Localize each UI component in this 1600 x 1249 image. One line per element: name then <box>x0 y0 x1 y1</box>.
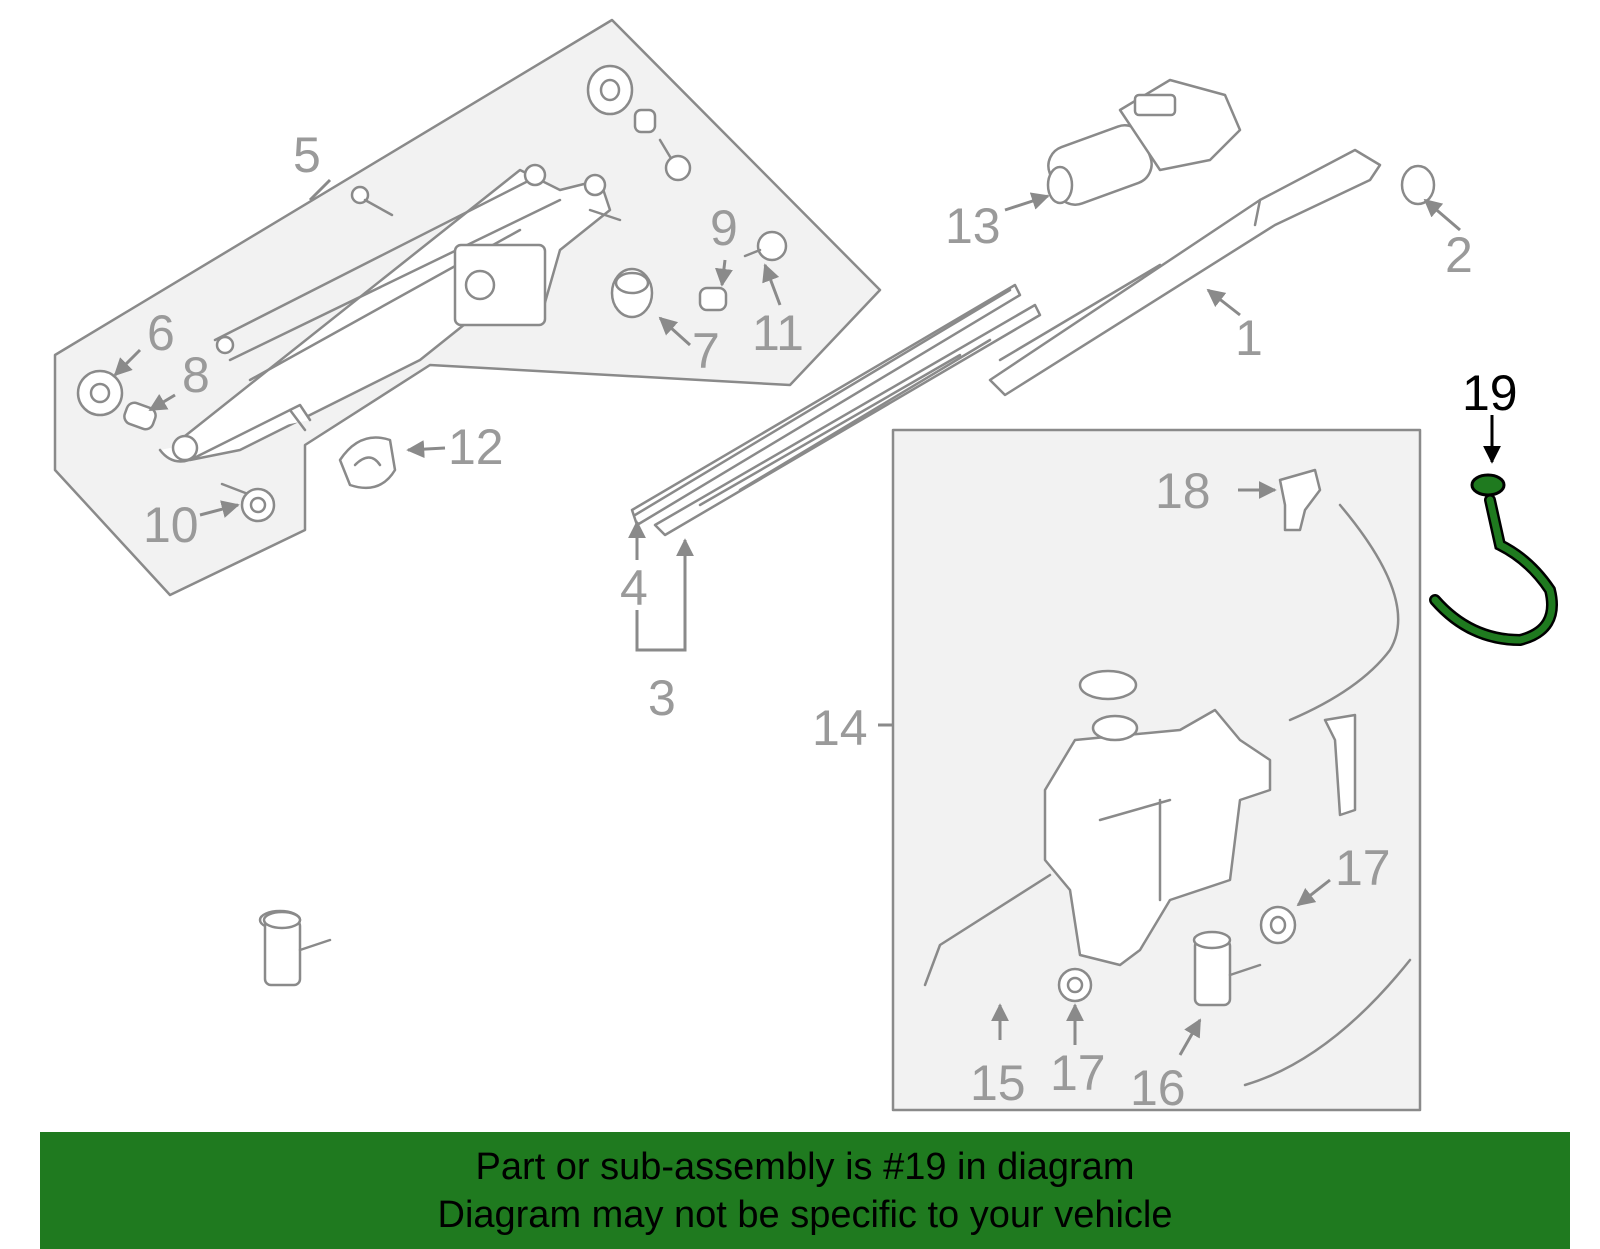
callout-1: 1 <box>1235 310 1263 366</box>
callout-19: 19 <box>1462 365 1518 421</box>
callout-4: 4 <box>620 560 648 616</box>
grommet-17-right[interactable] <box>1259 905 1297 945</box>
wiper-linkage-assembly[interactable] <box>158 163 622 463</box>
banner-line-2: Diagram may not be specific to your vehi… <box>437 1193 1173 1236</box>
washer-reservoir-14[interactable] <box>1043 669 1272 967</box>
screw-top[interactable] <box>350 185 394 217</box>
grommet-17-left[interactable] <box>1057 967 1093 1003</box>
top-bushing[interactable] <box>586 64 692 182</box>
callout-6: 6 <box>147 305 175 361</box>
callout-17-left: 17 <box>1050 1045 1106 1101</box>
callout-9: 9 <box>710 200 738 256</box>
callout-17-right: 17 <box>1335 840 1391 896</box>
banner-line-1: Part or sub-assembly is #19 in diagram <box>475 1145 1135 1188</box>
callout-2: 2 <box>1445 227 1473 283</box>
leader-lines <box>113 178 1501 1056</box>
callout-16: 16 <box>1130 1060 1186 1116</box>
wiper-blade-3[interactable] <box>630 283 1042 537</box>
washer-pump-15[interactable] <box>258 909 332 987</box>
blade-refill-4[interactable] <box>633 288 1012 517</box>
callout-11: 11 <box>752 305 804 361</box>
bushing-8[interactable] <box>122 401 158 432</box>
grommet-12[interactable] <box>338 436 397 490</box>
bolt-10[interactable] <box>220 482 276 523</box>
washer-hose-upper[interactable] <box>1288 503 1400 722</box>
callout-13: 13 <box>945 198 1001 254</box>
callout-3: 3 <box>648 670 676 726</box>
cap-2[interactable] <box>1400 164 1436 206</box>
callout-8: 8 <box>182 347 210 403</box>
washer-hose-19[interactable] <box>1429 473 1558 647</box>
nozzle-18[interactable] <box>1278 468 1322 532</box>
wiper-motor-13[interactable] <box>1043 78 1242 210</box>
callout-5: 5 <box>293 127 321 183</box>
callout-15: 15 <box>970 1055 1026 1111</box>
bushing-6[interactable] <box>76 369 124 417</box>
callout-7: 7 <box>692 323 720 379</box>
callouts: 1 2 3 4 5 6 7 8 9 10 11 12 13 14 15 16 1… <box>143 127 1518 1116</box>
wiper-arm-1[interactable] <box>988 148 1382 397</box>
washer-pump-16[interactable] <box>1192 930 1262 1007</box>
callout-18: 18 <box>1155 463 1211 519</box>
washer-hose-lower[interactable] <box>923 873 1412 1087</box>
callout-10: 10 <box>143 497 199 553</box>
callout-14: 14 <box>812 700 868 756</box>
bushing-7[interactable] <box>610 267 654 319</box>
parts-diagram: 1 2 3 4 5 6 7 8 9 10 11 12 13 14 15 16 1… <box>53 18 1558 1116</box>
bracket[interactable] <box>1323 713 1357 817</box>
bushing-9[interactable] <box>698 286 728 312</box>
callout-12: 12 <box>448 419 504 475</box>
info-banner: Part or sub-assembly is #19 in diagram D… <box>40 1132 1570 1249</box>
bolt-11[interactable] <box>743 230 788 262</box>
